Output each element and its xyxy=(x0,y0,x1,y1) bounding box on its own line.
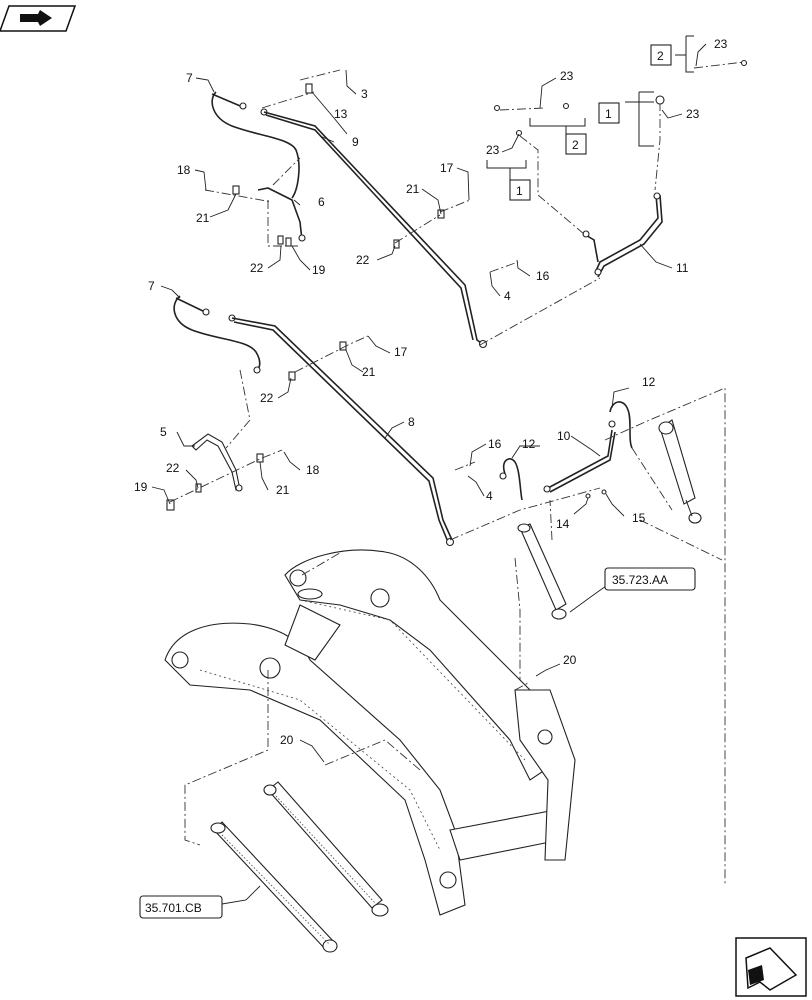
callout-21-lower-mid: 21 xyxy=(362,365,376,379)
callout-22-lower-mid: 22 xyxy=(260,391,274,405)
callout-12-right: 12 xyxy=(642,375,656,389)
tube-10 xyxy=(547,429,613,489)
tube-assembly-upper xyxy=(204,69,601,349)
callout-20-right: 20 xyxy=(563,653,577,667)
callout-5: 5 xyxy=(160,425,167,439)
callout-13: 13 xyxy=(334,107,348,121)
boxed-callout-2-upper: 2 xyxy=(657,49,664,63)
callout-7-lower: 7 xyxy=(148,279,155,293)
callout-23-a: 23 xyxy=(486,143,500,157)
callout-23-c: 23 xyxy=(686,107,700,121)
callout-23-d: 23 xyxy=(714,37,728,51)
boxed-callouts: 2 2 1 1 xyxy=(509,44,672,201)
page-nav-icon[interactable] xyxy=(0,5,77,32)
tube-8 xyxy=(231,317,453,541)
callout-14: 14 xyxy=(556,517,570,531)
callout-22-lower-left: 22 xyxy=(166,461,180,475)
callout-11: 11 xyxy=(676,261,689,275)
callout-7-upper: 7 xyxy=(186,71,193,85)
cylinder-hose-assembly xyxy=(499,387,726,885)
tube-11 xyxy=(594,194,659,274)
callout-19-lower: 19 xyxy=(134,480,148,494)
callout-16-lower: 16 xyxy=(488,437,502,451)
reference-boxes: 35.723.AA 35.701.CB xyxy=(139,567,696,919)
loader-frame xyxy=(164,549,576,916)
callout-4-lower: 4 xyxy=(486,489,493,503)
hose-12-left xyxy=(502,458,523,501)
callout-22-upper-left: 22 xyxy=(250,261,264,275)
callout-6: 6 xyxy=(318,195,325,209)
boxed-callout-1-right: 1 xyxy=(605,107,612,121)
pipe-5 xyxy=(191,433,241,491)
boxed-callout-2-mid: 2 xyxy=(572,138,579,152)
lift-rods xyxy=(210,781,389,953)
tube-9 xyxy=(263,111,485,346)
next-page-arrow-icon[interactable] xyxy=(735,937,807,997)
callout-23-b: 23 xyxy=(560,69,574,83)
ref-35-723-aa[interactable]: 35.723.AA xyxy=(604,567,696,591)
callout-8: 8 xyxy=(408,415,415,429)
leader-lines xyxy=(151,43,707,905)
callout-21-upper-mid: 21 xyxy=(406,182,420,196)
callout-18-upper: 18 xyxy=(177,163,191,177)
callout-12-left: 12 xyxy=(522,437,536,451)
callout-10: 10 xyxy=(557,429,571,443)
callout-19-upper: 19 xyxy=(312,263,326,277)
callout-9: 9 xyxy=(352,135,359,149)
callout-4-upper: 4 xyxy=(504,289,511,303)
pipe-6 xyxy=(257,187,303,241)
callout-16-upper: 16 xyxy=(536,269,550,283)
callout-brackets xyxy=(486,35,694,180)
hose-7-upper xyxy=(211,91,300,199)
callout-17-upper: 17 xyxy=(440,161,454,175)
callout-17-lower: 17 xyxy=(394,345,408,359)
callout-15: 15 xyxy=(632,511,646,525)
ref-35-701-cb-label: 35.701.CB xyxy=(145,901,202,915)
callout-20-left: 20 xyxy=(280,733,294,747)
callout-18-lower: 18 xyxy=(306,463,320,477)
hose-7-lower xyxy=(173,295,261,373)
cylinder-small xyxy=(519,523,567,611)
ref-35-701-cb[interactable]: 35.701.CB xyxy=(139,895,223,919)
tube-11-assembly xyxy=(493,59,748,278)
hose-12-right xyxy=(609,401,633,449)
callout-3: 3 xyxy=(361,87,368,101)
tube-assembly-lower xyxy=(166,295,601,547)
callout-21-upper-left: 21 xyxy=(196,211,210,225)
callout-labels: 7 13 3 9 18 21 6 21 17 22 19 22 4 16 23 … xyxy=(134,37,728,747)
ref-35-723-aa-label: 35.723.AA xyxy=(612,573,668,587)
boxed-callout-1-left: 1 xyxy=(516,184,523,198)
callout-21-lower-left: 21 xyxy=(276,483,290,497)
callout-22-upper-mid: 22 xyxy=(356,253,370,267)
